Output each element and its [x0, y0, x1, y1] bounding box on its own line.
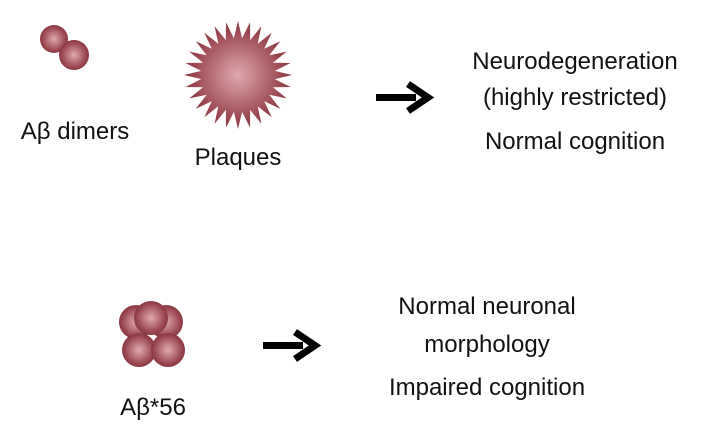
abeta56-label: Aβ*56: [120, 394, 186, 421]
outcome-line: Normal neuronal: [398, 293, 576, 320]
abeta56-oligomer-icon: [119, 301, 185, 367]
plaques-label: Plaques: [194, 144, 282, 171]
plaque-icon: [184, 21, 292, 129]
outcome-line: Impaired cognition: [388, 374, 586, 401]
outcome-line: morphology: [424, 331, 550, 358]
outcome-line: (highly restricted): [482, 84, 668, 111]
outcome-line: Neurodegeneration: [472, 48, 678, 75]
outcome-line: Normal cognition: [484, 128, 666, 155]
abeta-dimer-icon: [40, 25, 89, 70]
arrow-icon-bottom: [263, 329, 322, 362]
abeta-dimers-label: Aβ dimers: [20, 118, 130, 145]
arrow-icon-top: [376, 81, 435, 114]
